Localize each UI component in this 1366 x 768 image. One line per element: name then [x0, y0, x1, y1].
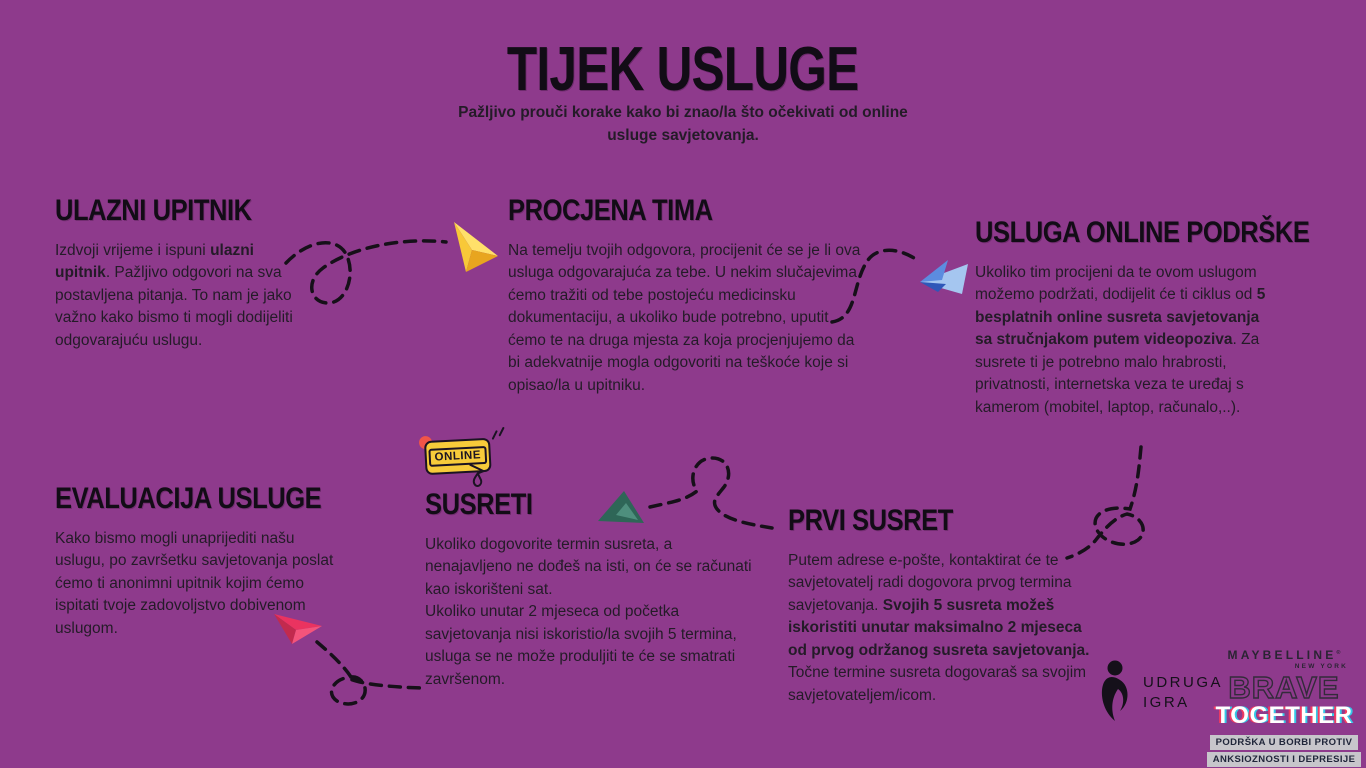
flight-path-evaluacija-trail	[315, 640, 425, 706]
step-body-evaluacija-usluge: Kako bismo mogli unaprijediti našu uslug…	[55, 530, 334, 637]
step-body-ulazni-upitnik: Izdvoji vrijeme i ispuni ulazni upitnik.…	[55, 242, 293, 349]
header: TIJEK USLUGE	[0, 34, 1366, 105]
plane-face	[920, 260, 948, 282]
plane-face	[274, 614, 296, 644]
plane-face	[454, 222, 472, 272]
step-ulazni-upitnik: ULAZNI UPITNIK Izdvoji vrijeme i ispuni …	[55, 194, 313, 352]
maybelline-wordmark: MAYBELLINE®	[1227, 648, 1341, 662]
click-sparks-icon	[491, 427, 505, 440]
plane-face	[920, 282, 946, 292]
step-body-susreti: Ukoliko dogovorite termin susreta, a nen…	[425, 536, 752, 688]
together-glitch-text: TOGETHER	[1215, 702, 1353, 730]
step-body-prvi-susret: Putem adrese e-pošte, kontaktirat će te …	[788, 552, 1090, 704]
step-evaluacija-usluge: EVALUACIJA USLUGE Kako bismo mogli unapr…	[55, 482, 347, 640]
brave-together-tagline: PODRŠKA U BORBI PROTIV ANKSIOZNOSTI I DE…	[1206, 735, 1362, 768]
maybelline-new-york: NEW YORK	[1294, 663, 1348, 670]
step-prvi-susret: PRVI SUSRET Putem adrese e-pošte, kontak…	[788, 504, 1094, 707]
udruga-igra-wordmark: UDRUGA IGRA	[1143, 674, 1223, 711]
plane-face	[292, 626, 322, 644]
plane-face	[466, 250, 498, 272]
udruga-igra-logo: UDRUGA IGRA	[1098, 660, 1223, 724]
plane-face	[920, 264, 968, 294]
plane-face	[616, 503, 638, 520]
step-title-prvi-susret: PRVI SUSRET	[788, 504, 953, 537]
mouse-cursor-icon	[469, 463, 485, 487]
paper-plane-green-icon	[598, 491, 644, 523]
udruga-igra-figure-icon	[1101, 660, 1128, 721]
udruga-line1: UDRUGA	[1143, 673, 1224, 691]
paper-plane-pink-icon	[274, 614, 322, 644]
step-usluga-online-podrske: USLUGA ONLINE PODRŠKE Ukoliko tim procij…	[975, 216, 1310, 419]
step-title-susreti: SUSRETI	[425, 488, 533, 521]
tagline-bar-1: PODRŠKA U BORBI PROTIV	[1209, 735, 1359, 751]
plane-face	[454, 222, 498, 256]
tagline-bar-2: ANKSIOZNOSTI I DEPRESIJE	[1206, 752, 1362, 768]
brave-outline-text: BRAVE	[1228, 670, 1340, 705]
trademark-symbol: ®	[1336, 650, 1341, 656]
udruga-line2: IGRA	[1143, 693, 1190, 711]
page-subtitle: Pažljivo prouči korake kako bi znao/la š…	[458, 104, 908, 145]
step-susreti: SUSRETI Ukoliko dogovorite termin susret…	[425, 488, 761, 691]
step-title-usluga-online-podrske: USLUGA ONLINE PODRŠKE	[975, 216, 1310, 249]
page-title: TIJEK USLUGE	[507, 35, 859, 104]
plane-face	[598, 491, 644, 523]
step-title-procjena-tima: PROCJENA TIMA	[508, 194, 713, 227]
step-title-ulazni-upitnik: ULAZNI UPITNIK	[55, 194, 252, 227]
paper-plane-yellow-icon	[454, 222, 498, 272]
step-title-evaluacija-usluge: EVALUACIJA USLUGE	[55, 482, 322, 515]
paper-plane-blue-icon	[920, 260, 968, 294]
step-body-usluga-online-podrske: Ukoliko tim procijeni da te ovom uslugom…	[975, 264, 1266, 416]
online-click-badge: ONLINE	[418, 426, 513, 495]
step-procjena-tima: PROCJENA TIMA Na temelju tvojih odgovora…	[508, 194, 864, 397]
plane-face	[274, 614, 322, 630]
step-body-procjena-tima: Na temelju tvojih odgovora, procijenit ć…	[508, 242, 861, 394]
maybelline-brave-together-logo: MAYBELLINE® NEW YORK BRAVE TOGETHER PODR…	[1206, 648, 1362, 768]
